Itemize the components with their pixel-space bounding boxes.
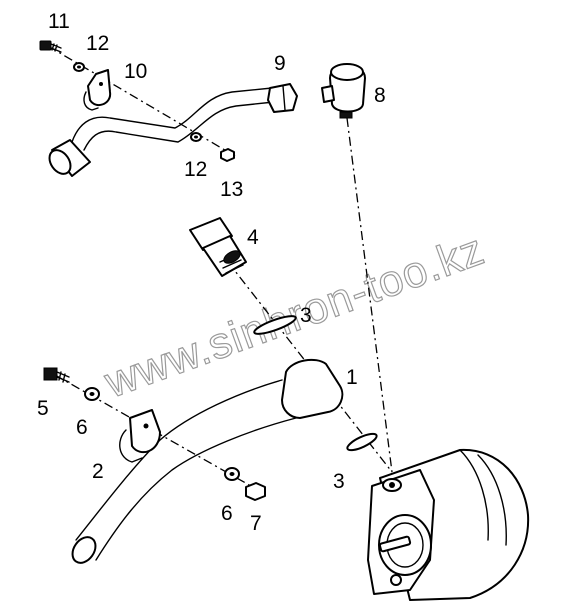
label-10: 10 (124, 60, 147, 83)
washer-6-left-hole (89, 392, 95, 396)
centerline-banjo-8 (346, 117, 393, 473)
label-12-top: 12 (86, 32, 109, 55)
seal-ring-3-top (253, 315, 297, 335)
label-11: 11 (48, 10, 70, 33)
upper-tube-edge-bottom (83, 101, 275, 151)
suction-hose-1 (71, 358, 344, 564)
hose-1-edge-bottom (95, 417, 297, 561)
hose-1-edge-top (75, 379, 283, 541)
pump-inlet-port-hole (389, 482, 395, 488)
washer-12-mid-hole (194, 135, 198, 139)
washer-12-top-hole (77, 65, 81, 69)
tube-nut-9-edge (282, 85, 286, 111)
label-12-mid: 12 (184, 158, 207, 181)
label-1: 1 (346, 366, 358, 389)
tube-nut-9 (267, 83, 298, 113)
label-6-bottom: 6 (221, 502, 233, 525)
clamp-2-body (129, 409, 161, 454)
label-4: 4 (247, 226, 259, 249)
label-13: 13 (220, 178, 243, 201)
pump-shaft (378, 535, 412, 553)
upper-pressure-tube (48, 83, 298, 177)
banjo-8-cap (330, 63, 364, 81)
seal-ring-3-bottom (346, 432, 378, 452)
pump-housing-ribs (459, 449, 507, 546)
hose-1-fitting (281, 358, 344, 419)
upper-tube-edge-top (71, 87, 273, 143)
fitting-4-hex (189, 217, 233, 251)
clamp-2-loop (119, 429, 143, 463)
label-3-bottom: 3 (333, 470, 345, 493)
label-7: 7 (250, 512, 262, 535)
clamp-2 (119, 409, 161, 463)
bolt-11-head (39, 40, 52, 51)
tube-nut-left-face (48, 149, 72, 175)
fitting-4 (189, 217, 247, 277)
hose-1-open-end (71, 536, 97, 564)
label-6-left: 6 (76, 416, 88, 439)
label-9: 9 (274, 52, 286, 75)
label-8: 8 (374, 84, 386, 107)
fitting-4-oring (223, 250, 241, 264)
banjo-8-thread (339, 111, 353, 119)
bolt-11-thread (50, 43, 62, 53)
label-5: 5 (37, 397, 49, 420)
clamp-10-loop (83, 91, 99, 111)
callout-labels: 11 12 10 9 8 12 13 4 3 1 5 6 2 3 6 7 (37, 10, 386, 535)
clamp-2-hole (143, 423, 149, 429)
pump-mount-hole (390, 574, 402, 586)
label-3-top: 3 (300, 304, 312, 327)
bolt-5-head (43, 367, 58, 381)
banjo-8-port (321, 85, 335, 103)
power-steering-pump (367, 448, 530, 601)
clamp-10-hole (99, 82, 103, 86)
bolt-5-thread (56, 371, 70, 383)
bolt-11 (39, 40, 62, 53)
banjo-union-8 (321, 63, 366, 119)
label-2: 2 (92, 460, 104, 483)
fitting-4-body (202, 235, 247, 277)
centerline-bolt-11 (47, 45, 236, 157)
washer-6-bottom-hole (229, 472, 235, 476)
bolt-5 (43, 367, 70, 383)
nut-7 (245, 482, 266, 501)
nut-13 (220, 148, 235, 162)
clamp-10 (83, 69, 112, 111)
clamp-10-body (87, 69, 112, 107)
